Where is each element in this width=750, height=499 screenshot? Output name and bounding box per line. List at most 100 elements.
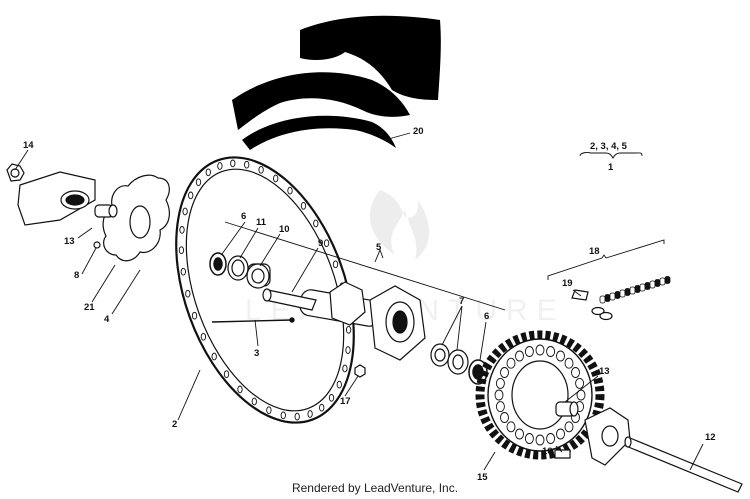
spoke-hole (180, 267, 186, 276)
sprocket-hole (556, 428, 565, 440)
spoke-hole (237, 385, 243, 394)
bearing-part-11 (227, 255, 249, 281)
chain-link (659, 277, 666, 286)
spoke-hole (319, 403, 325, 412)
sprocket-hole (546, 433, 556, 444)
callout-11: 11 (256, 217, 267, 228)
spoke-hole (179, 226, 185, 234)
bearing-part-10 (246, 263, 271, 289)
sprocket-hole (494, 389, 504, 401)
sprocket-hole (515, 350, 524, 362)
spoke-hole (266, 406, 272, 415)
callout-21: 21 (84, 302, 95, 313)
spoke-hole (280, 411, 286, 420)
callout-6-left: 6 (241, 211, 246, 222)
callout-6-right: 6 (484, 311, 489, 322)
callout-18: 18 (589, 246, 600, 257)
spoke-hole (217, 162, 223, 170)
callout-15: 15 (477, 472, 488, 483)
sprocket-hole (556, 350, 565, 362)
chain-link (604, 294, 611, 302)
chain-link (599, 295, 606, 304)
spoke-hole (336, 380, 342, 389)
callout-2: 2 (172, 419, 177, 430)
sprocket-hole (506, 421, 516, 433)
sprocket-hole (500, 367, 509, 378)
sprocket-hole (564, 421, 574, 433)
chain-link (634, 285, 641, 293)
chain-link (644, 282, 651, 290)
spoke-hole (191, 311, 198, 320)
group-label-bottom: 1 (608, 162, 614, 173)
callout-3: 3 (254, 348, 259, 359)
master-link-part-19 (571, 289, 613, 321)
spoke-hole (287, 186, 293, 195)
nut-part-14 (6, 163, 25, 182)
callout-10: 10 (279, 224, 290, 235)
bearing-part-7-b (447, 349, 469, 375)
spoke-hole (178, 246, 185, 255)
spoke-hole (323, 239, 330, 248)
callout-12: 12 (705, 432, 716, 443)
bolt-part-8 (93, 241, 101, 249)
sprocket-hole (535, 344, 545, 356)
bearing-part-7-a (430, 343, 450, 367)
callout-13-left: 13 (64, 236, 75, 247)
sprocket-hole (495, 401, 505, 413)
sprocket-hole (564, 357, 574, 369)
chain-link (649, 280, 656, 289)
sprocket-hole (535, 434, 545, 446)
spoke-hole (307, 410, 313, 418)
chain-link (619, 289, 626, 298)
footer-credit: Rendered by LeadVenture, Inc. (291, 481, 459, 495)
spoke-hole (185, 289, 191, 298)
sprocket-hole (524, 346, 534, 357)
group-label-top: 2, 3, 4, 5 (590, 141, 628, 152)
callout-16: 16 (542, 446, 553, 457)
spoke-part-3 (211, 317, 295, 323)
sprocket-hole (500, 412, 509, 423)
chain-link (614, 291, 621, 299)
nut-part-17 (354, 364, 366, 378)
callout-5: 5 (376, 242, 382, 253)
callout-17: 17 (340, 396, 351, 407)
swingarm-right (584, 407, 631, 466)
chain-link (624, 288, 631, 296)
rim-spoke-holes (178, 159, 352, 421)
callout-19: 19 (562, 278, 573, 289)
leader-lines (14, 132, 704, 471)
callout-8: 8 (74, 270, 79, 281)
chain-link (629, 286, 636, 295)
axle-part-12 (624, 436, 743, 493)
sprocket-hole (571, 367, 580, 378)
sprocket-hole (524, 433, 534, 444)
spoke-hole (244, 160, 250, 169)
callout-13-right: 13 (599, 366, 610, 377)
fender-part-20 (232, 15, 441, 150)
chain-link (609, 292, 616, 301)
brake-disc-part-21 (102, 174, 170, 262)
spacer-part-13-left (94, 204, 118, 218)
hub-part-1 (299, 281, 426, 361)
chain-part-18 (599, 276, 671, 304)
spoke-hole (294, 412, 300, 421)
spoke-hole (200, 332, 207, 341)
callout-labels: 20 14 13 8 21 4 6 11 10 9 5 3 2 17 7 6 1… (23, 126, 716, 483)
spoke-hole (188, 191, 194, 200)
spoke-hole (258, 165, 264, 174)
callout-20: 20 (413, 126, 424, 137)
chain-link (639, 283, 646, 292)
bolt-part-16 (554, 449, 571, 459)
sprocket-hole (575, 377, 585, 389)
sprocket-hole (546, 346, 556, 357)
spoke-hole (300, 201, 307, 210)
spoke-hole (313, 219, 319, 228)
spoke-hole (182, 207, 188, 216)
sprocket-hole (506, 357, 516, 369)
spoke-hole (205, 168, 211, 177)
spoke-hole (332, 260, 339, 269)
callout-9: 9 (318, 238, 323, 249)
wheel-rim-part-2 (175, 156, 355, 424)
callout-7: 7 (459, 296, 464, 307)
